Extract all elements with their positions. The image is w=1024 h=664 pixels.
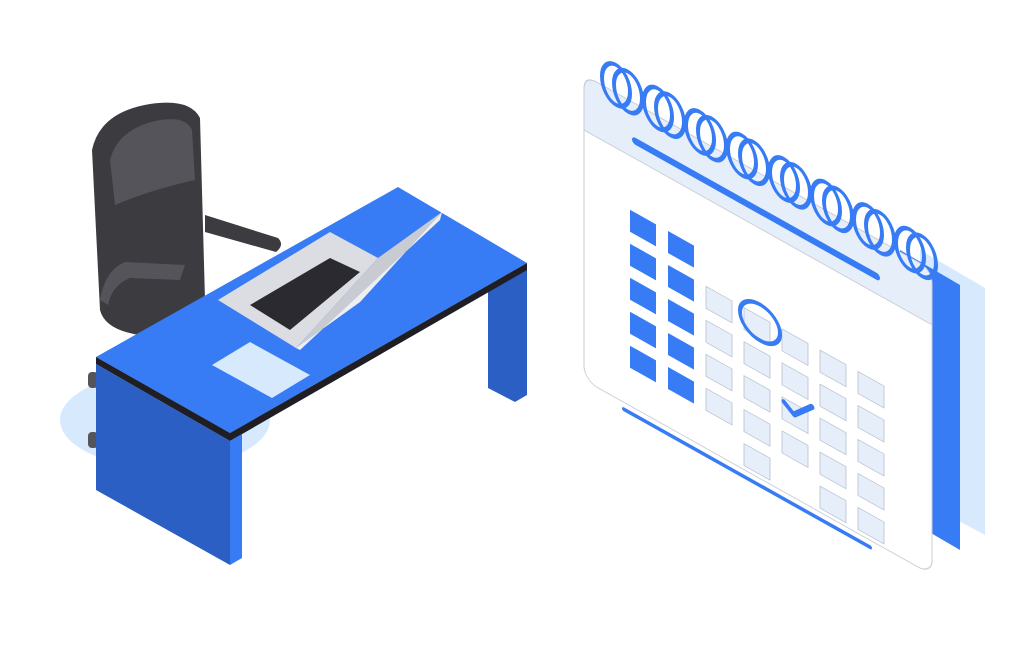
spiral-ring [684, 108, 716, 156]
calendar-day-cell [819, 383, 847, 422]
calendar-day-cell [705, 353, 733, 392]
calendar-day-cell [819, 349, 847, 388]
calendar-day-cell [705, 387, 733, 426]
spiral-ring [726, 131, 758, 180]
calendar-day-cell [857, 438, 885, 477]
calendar-weekday-cell [630, 243, 656, 281]
spiral-ring [852, 202, 884, 250]
calendar-day-cell [743, 340, 771, 379]
calendar-weekday-cell [668, 367, 694, 404]
calendar-day-cell [705, 285, 733, 324]
spiral-ring [906, 232, 938, 281]
calendar-day-cell [781, 362, 809, 401]
spiral-ring [600, 61, 632, 109]
desk-left-panel-side [230, 434, 242, 565]
calendar-weekday-cell [668, 299, 694, 336]
circled-day-mark [738, 299, 782, 347]
laptop-keyboard [250, 258, 360, 330]
calendar-day-cell [857, 472, 885, 511]
desk-left-panel [96, 364, 230, 565]
calendar-day-cell [781, 430, 809, 469]
desk-mousepad [212, 342, 310, 398]
check-mark-icon [781, 399, 815, 418]
calendar-day-cell [781, 328, 809, 367]
calendar-weekday-cell [630, 209, 656, 247]
calendar-day-cell [857, 506, 885, 545]
calendar-day-cell [819, 451, 847, 490]
laptop-screen-back [296, 212, 442, 348]
calendar-bottom-line [622, 407, 872, 550]
calendar-weekday-cell [668, 333, 694, 370]
spiral-ring [768, 155, 800, 203]
calendar-day-cell [819, 485, 847, 524]
calendar-day-cell [819, 417, 847, 456]
chair-leg [88, 372, 98, 388]
calendar-day-cell [743, 442, 771, 481]
spiral-ring [810, 178, 842, 227]
calendar-day-cell [743, 408, 771, 447]
calendar-day-cell [705, 319, 733, 358]
calendar-day-cell [857, 404, 885, 443]
calendar-header-bar [632, 137, 880, 281]
spiral-ring [894, 225, 926, 274]
calendar-day-cell [743, 374, 771, 413]
calendar-weekday-cell [630, 311, 656, 349]
wall-calendar [583, 61, 938, 570]
chair-back-highlight [110, 119, 195, 205]
chair-armrest [205, 215, 282, 252]
office-chair [88, 102, 282, 448]
calendar-weekday-cell [668, 265, 694, 302]
calendar-weekday-cell [630, 345, 656, 383]
calendar-weekday-cell [668, 231, 694, 268]
spiral-ring [642, 84, 674, 133]
calendar-header [583, 79, 933, 326]
chair-arm-left [100, 262, 185, 305]
calendar-weekday-cell [630, 277, 656, 315]
desk-right-leg [488, 268, 527, 402]
laptop [218, 212, 442, 350]
calendar-day-cell [857, 370, 885, 409]
chair-leg [88, 432, 98, 448]
